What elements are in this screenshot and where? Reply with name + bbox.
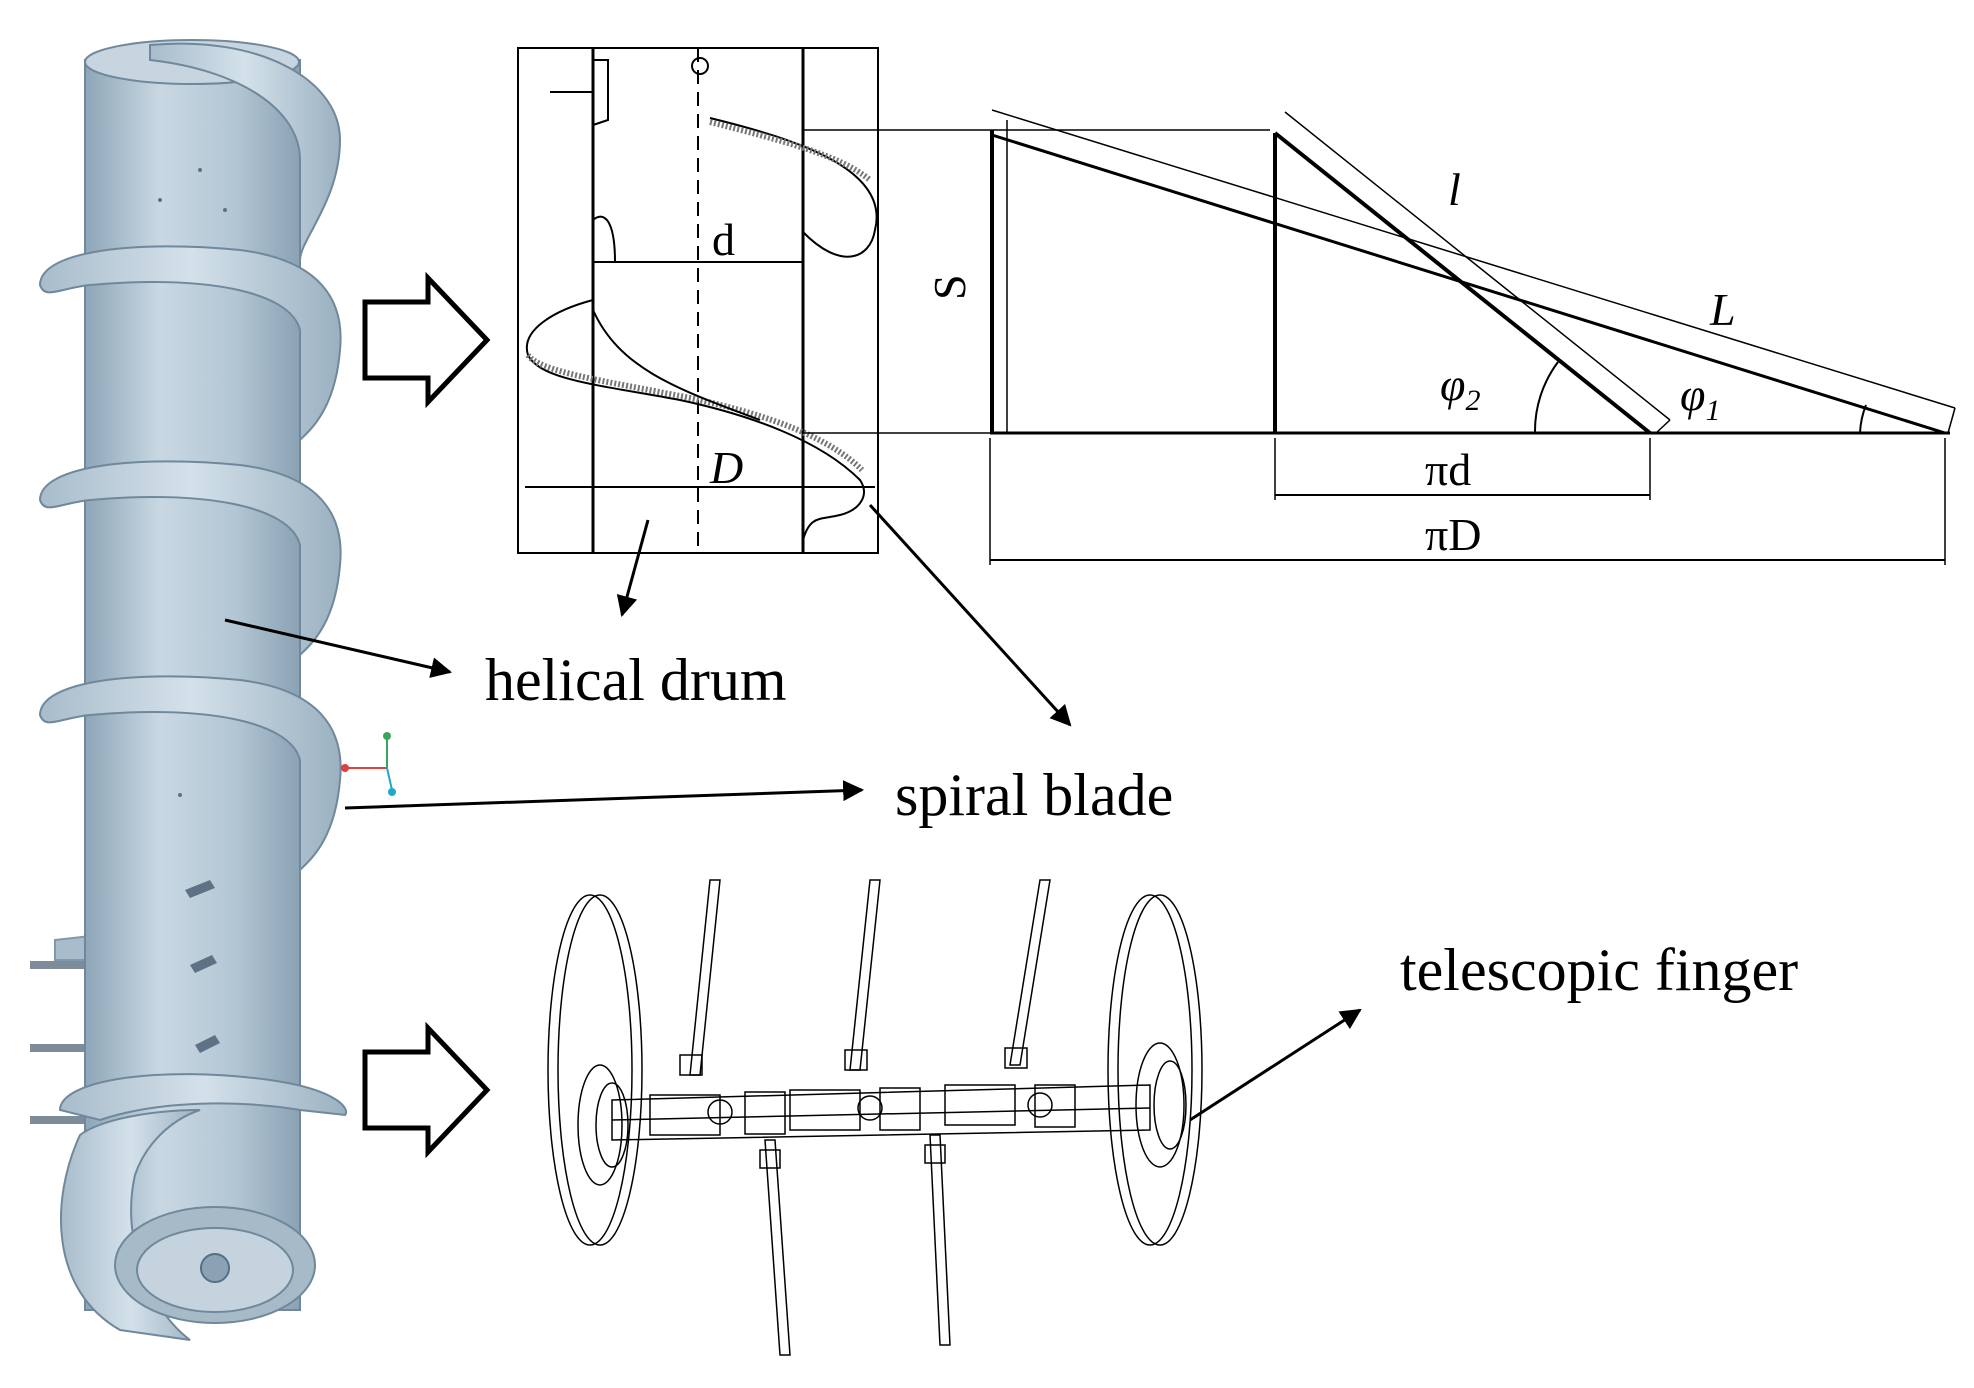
arrow-section-to-drum-label [616,519,650,618]
spiral-blade-3d [38,42,347,1341]
leader-arrows [224,503,1362,1122]
label-telescopic-finger: telescopic finger [1400,937,1798,1003]
label-phi2: φ2 [1440,359,1480,417]
drum-cross-section [517,47,1270,554]
label-l: l [1448,164,1461,215]
drum-shaft [200,1253,230,1283]
label-L: L [1709,284,1736,335]
label-helical-drum: helical drum [485,647,787,713]
telescopic-finger-assembly [547,879,1203,1356]
label-S: S [924,274,975,300]
label-pi-D: πD [1425,509,1481,560]
label-phi1: φ1 [1680,369,1720,427]
label-spiral-blade: spiral blade [895,762,1173,828]
axis-triad-icon [341,732,396,796]
helical-drum-3d-model [30,39,396,1341]
arrow-section-to-blade-label [868,503,1072,727]
finger-slots [158,168,227,1053]
label-pi-d: πd [1425,444,1471,495]
hollow-arrow-top [362,271,491,409]
arrow-drum-to-label [224,618,453,678]
label-D-section: D [709,442,743,493]
arrow-blade-to-label [344,780,865,810]
arrow-finger-to-label [1189,1008,1362,1122]
helix-unroll-geometry [989,109,1956,565]
label-d-section: d [712,214,735,265]
hollow-arrow-bottom [362,1021,491,1159]
